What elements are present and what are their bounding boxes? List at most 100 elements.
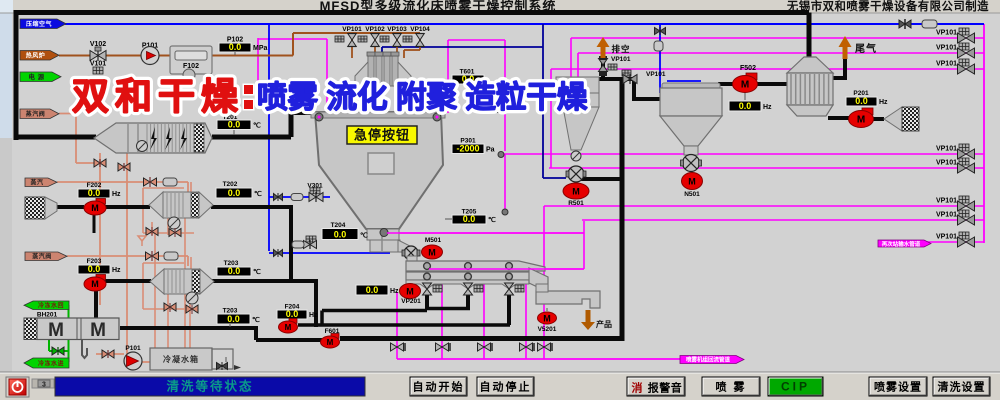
svg-text:M: M	[327, 338, 334, 347]
svg-text:F204: F204	[285, 304, 300, 311]
svg-text:产品: 产品	[596, 319, 612, 329]
svg-text:自动开始: 自动开始	[413, 380, 465, 394]
svg-text:V101: V101	[90, 61, 106, 68]
svg-text:喷 雾: 喷 雾	[715, 380, 746, 394]
svg-text:电 源: 电 源	[28, 72, 44, 81]
svg-text:℃: ℃	[253, 268, 261, 276]
svg-text:0.0: 0.0	[462, 74, 475, 84]
svg-text:N501: N501	[684, 191, 700, 198]
svg-text:0.0: 0.0	[229, 42, 242, 52]
svg-text:0.0: 0.0	[227, 314, 240, 324]
svg-text:喷雾 流化 附聚 造粒干燥: 喷雾 流化 附聚 造粒干燥	[257, 81, 588, 115]
svg-text:VP101: VP101	[936, 45, 957, 52]
svg-text:喷雾 流化 附聚 造粒干燥: 喷雾 流化 附聚 造粒干燥	[257, 81, 588, 115]
svg-text:℃: ℃	[252, 316, 260, 324]
svg-text:0.0: 0.0	[855, 96, 868, 106]
svg-text:0.0: 0.0	[334, 230, 347, 240]
svg-text:VP101: VP101	[936, 198, 957, 205]
svg-text:T203: T203	[224, 260, 239, 267]
svg-text:T204: T204	[331, 222, 346, 229]
svg-text:V301: V301	[307, 183, 323, 190]
svg-text:VP101: VP101	[342, 26, 362, 33]
svg-text:℃: ℃	[253, 122, 261, 130]
svg-text:0.0: 0.0	[366, 285, 379, 295]
svg-text:蒸汽: 蒸汽	[30, 179, 43, 187]
svg-text:清洗等待状态: 清洗等待状态	[166, 379, 253, 394]
svg-text:M: M	[857, 115, 865, 126]
svg-text:P101: P101	[125, 345, 141, 352]
svg-text:0.0: 0.0	[739, 101, 752, 111]
svg-text:无锡市双和喷雾干燥设备有限公司制造: 无锡市双和喷雾干燥设备有限公司制造	[786, 0, 989, 13]
svg-text:VP101: VP101	[936, 212, 957, 219]
svg-text:M: M	[91, 279, 99, 289]
svg-text:VP101: VP101	[936, 160, 957, 167]
svg-text:VP101: VP101	[936, 234, 957, 241]
svg-text:尾气: 尾气	[855, 42, 877, 55]
svg-text:M: M	[406, 287, 414, 297]
svg-text:T205: T205	[462, 209, 477, 216]
svg-text:VP104: VP104	[410, 26, 430, 33]
svg-text:VP101: VP101	[646, 71, 666, 78]
svg-text:MPa: MPa	[253, 45, 268, 52]
svg-text:喷雾机组回流管道: 喷雾机组回流管道	[686, 356, 731, 364]
svg-text:蒸汽阀: 蒸汽阀	[32, 253, 52, 261]
svg-text:F502: F502	[740, 65, 756, 72]
svg-text:-2000: -2000	[456, 144, 479, 154]
svg-text:BH201: BH201	[37, 312, 58, 319]
svg-text:清洗设置: 清洗设置	[938, 380, 986, 394]
svg-text:0.0: 0.0	[228, 188, 241, 198]
svg-text:F601: F601	[325, 328, 340, 335]
svg-text:CIP: CIP	[781, 380, 810, 394]
svg-text:冷冻水回: 冷冻水回	[38, 302, 64, 310]
svg-text:VP103: VP103	[387, 26, 407, 33]
svg-text:再次站输水管道: 再次站输水管道	[882, 240, 921, 248]
svg-text:0.0: 0.0	[228, 120, 241, 130]
svg-text:M: M	[572, 187, 580, 197]
svg-text:VP101: VP101	[611, 56, 631, 63]
svg-text:Hz: Hz	[390, 288, 399, 295]
svg-text:T201: T201	[223, 114, 238, 121]
svg-text:0.0: 0.0	[88, 264, 101, 274]
svg-text:压缩空气: 压缩空气	[26, 20, 52, 28]
svg-text:Hz: Hz	[112, 191, 121, 198]
svg-text:V102: V102	[90, 41, 106, 48]
svg-text:℃: ℃	[254, 190, 262, 198]
svg-text:0.0: 0.0	[286, 309, 299, 319]
svg-text:0.0: 0.0	[88, 188, 101, 198]
svg-text:M: M	[91, 203, 99, 213]
svg-text:T202: T202	[223, 181, 238, 188]
svg-text:V5201: V5201	[538, 326, 557, 333]
svg-text:P301: P301	[460, 138, 476, 145]
svg-text:双和干燥: 双和干燥	[72, 76, 244, 117]
svg-text:F203: F203	[87, 258, 102, 265]
svg-text:报警音: 报警音	[648, 381, 683, 395]
svg-text:Hz: Hz	[112, 267, 121, 274]
svg-text:M501: M501	[425, 237, 442, 244]
svg-text:0.0: 0.0	[463, 214, 476, 224]
svg-text:急停按钮: 急停按钮	[354, 128, 410, 143]
svg-text:3: 3	[42, 382, 46, 389]
svg-text:自动停止: 自动停止	[480, 380, 532, 394]
svg-text:VP201: VP201	[401, 298, 421, 305]
svg-text:R501: R501	[568, 200, 584, 207]
svg-text:热风炉: 热风炉	[26, 52, 46, 60]
svg-text:消: 消	[632, 381, 643, 395]
svg-text:℃: ℃	[360, 232, 368, 240]
svg-text:双和干燥: 双和干燥	[72, 76, 244, 117]
svg-text:排空: 排空	[611, 44, 630, 54]
svg-text:P201: P201	[853, 90, 869, 97]
svg-text:喷雾设置: 喷雾设置	[874, 380, 922, 394]
svg-text:M: M	[543, 314, 551, 324]
svg-text:Hz: Hz	[879, 99, 888, 106]
svg-text:T601: T601	[460, 69, 475, 76]
svg-text:Hz: Hz	[309, 312, 318, 319]
svg-text:℃: ℃	[488, 216, 496, 224]
svg-text:Hz: Hz	[763, 104, 772, 111]
svg-text:F102: F102	[183, 63, 199, 70]
svg-text:VP102: VP102	[365, 26, 385, 33]
svg-text:M: M	[688, 177, 696, 187]
svg-text:M: M	[48, 320, 64, 341]
svg-text:M: M	[428, 248, 436, 258]
svg-text:冷凝水箱: 冷凝水箱	[163, 354, 199, 364]
svg-text:T203: T203	[223, 308, 238, 315]
